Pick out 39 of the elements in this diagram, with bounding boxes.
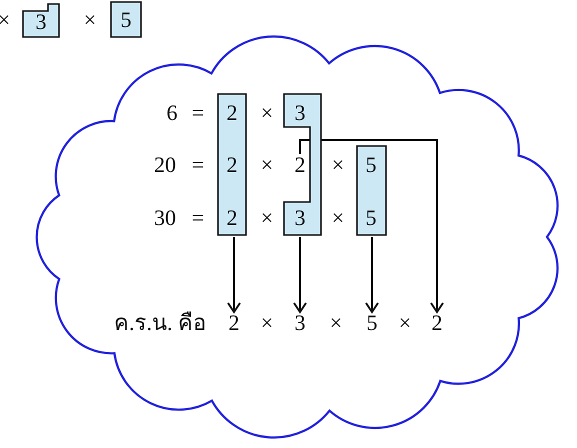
math-text: × bbox=[332, 207, 344, 229]
number-text: 3 bbox=[294, 312, 306, 334]
math-text: = bbox=[192, 207, 204, 229]
arrow bbox=[293, 237, 307, 313]
number-text: 5 bbox=[120, 9, 132, 31]
math-text: × bbox=[84, 9, 96, 31]
math-text: 20 bbox=[154, 154, 176, 176]
math-text: 6 bbox=[166, 102, 178, 124]
math-text: ค.ร.น. คือ bbox=[114, 312, 206, 334]
number-text: 2 bbox=[226, 154, 238, 176]
number-text: 5 bbox=[366, 312, 378, 334]
number-text: 2 bbox=[294, 154, 306, 176]
number-text: 3 bbox=[294, 207, 306, 229]
arrow bbox=[227, 237, 241, 313]
number-text: 2 bbox=[432, 312, 442, 334]
number-text: 2 bbox=[226, 102, 238, 124]
arrow bbox=[365, 237, 379, 313]
math-text: × bbox=[330, 312, 342, 334]
arrow bbox=[299, 139, 444, 313]
math-text: 30 bbox=[154, 207, 176, 229]
highlight-box bbox=[356, 145, 387, 236]
highlight-box bbox=[217, 93, 247, 236]
math-text: × bbox=[260, 154, 274, 176]
number-text: 3 bbox=[294, 102, 306, 124]
number-text: 3 bbox=[36, 11, 46, 33]
highlight-box bbox=[283, 93, 322, 236]
math-text: × bbox=[260, 102, 274, 124]
number-text: 2 bbox=[226, 207, 238, 229]
highlight-box bbox=[22, 3, 60, 38]
number-text: 2 bbox=[228, 312, 240, 334]
math-text: × bbox=[332, 154, 344, 176]
math-text: = bbox=[192, 154, 204, 176]
math-text: × bbox=[260, 312, 274, 334]
highlight-box bbox=[110, 1, 142, 38]
number-text: 5 bbox=[366, 207, 376, 229]
math-text: = bbox=[192, 102, 204, 124]
number-text: 5 bbox=[366, 154, 376, 176]
math-text: × bbox=[260, 207, 274, 229]
math-text: × bbox=[398, 312, 412, 334]
